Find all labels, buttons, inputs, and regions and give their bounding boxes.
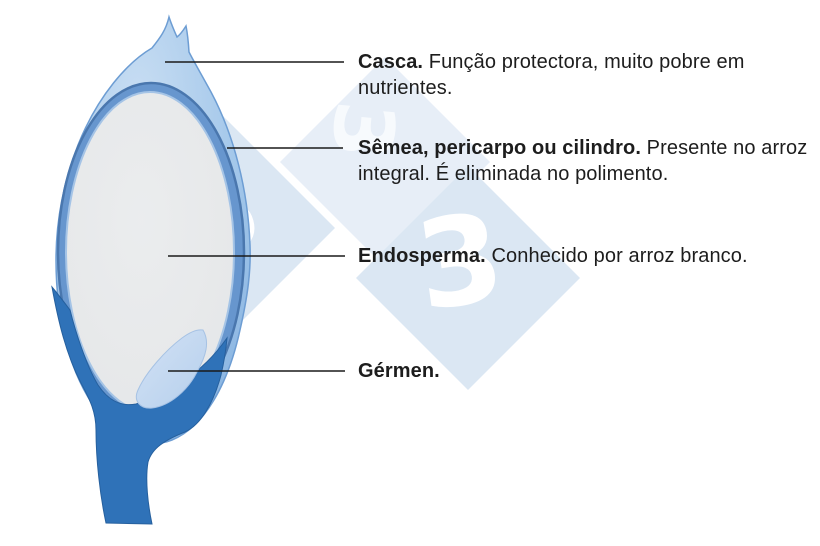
- stem-shape: [51, 285, 228, 525]
- label-casca: Casca. Função protectora, muito pobre em…: [358, 49, 808, 101]
- label-endosperma-term: Endosperma.: [358, 245, 486, 267]
- label-endosperma-description: Conhecido por arroz branco.: [491, 245, 748, 267]
- rice-grain-illustration: [51, 14, 251, 525]
- watermark-3-top: 3: [312, 97, 412, 162]
- label-casca-term: Casca.: [358, 51, 424, 73]
- label-semea-term: Sêmea, pericarpo ou cilindro.: [358, 137, 641, 159]
- label-germen-term: Gérmen.: [358, 360, 440, 382]
- germ-shape: [135, 329, 208, 409]
- label-casca-description: Função protectora, muito pobre em nutrie…: [358, 51, 745, 99]
- watermark-3-right: 3: [408, 186, 512, 338]
- label-semea-description: Presente no arroz integral. É eliminada …: [358, 137, 808, 185]
- label-germen: Gérmen.: [358, 358, 808, 384]
- watermark-diamond-right: [356, 166, 580, 390]
- leader-lines: [165, 61, 345, 372]
- label-endosperma: Endosperma. Conhecido por arroz branco.: [358, 243, 808, 269]
- label-semea: Sêmea, pericarpo ou cilindro. Presente n…: [358, 135, 808, 187]
